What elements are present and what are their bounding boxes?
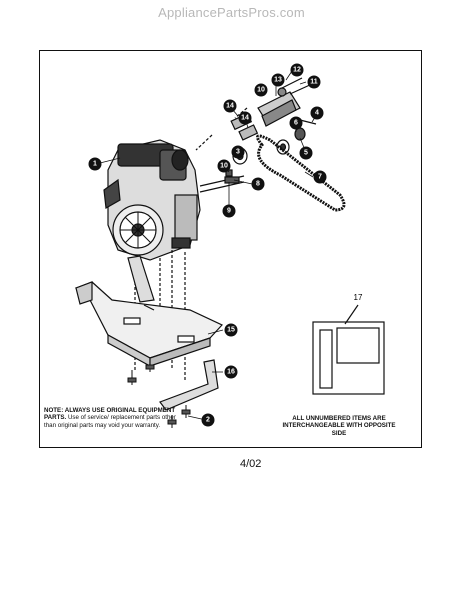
engine-mount-plate xyxy=(74,255,223,368)
warranty-note: NOTE: ALWAYS USE ORIGINAL EQUIPMENT PART… xyxy=(44,407,179,429)
callout-5 xyxy=(299,146,313,160)
callout-label: 8 xyxy=(256,181,260,188)
mounting-screws xyxy=(127,360,191,428)
note-heading: NOTE: ALWAYS USE ORIGINAL EQUIPMENT PART… xyxy=(44,407,176,422)
callout-label: 13 xyxy=(274,77,282,84)
callout-label: 2 xyxy=(206,417,210,424)
callout-label: 10 xyxy=(220,163,228,170)
callout-label: 12 xyxy=(293,67,301,74)
inset-callout-label: 17 xyxy=(354,293,363,302)
callout-label: 15 xyxy=(227,327,235,334)
callout-2 xyxy=(201,413,215,427)
callout-label: 1 xyxy=(93,161,97,168)
callouts xyxy=(88,63,327,427)
date-code: 4/02 xyxy=(240,458,262,470)
callout-label: 9 xyxy=(227,208,231,215)
callout-1 xyxy=(88,157,102,171)
callout-14a xyxy=(223,99,237,113)
callout-15 xyxy=(224,323,238,337)
callout-6 xyxy=(289,116,303,130)
callout-4 xyxy=(310,106,324,120)
engine-illustration xyxy=(103,139,201,261)
callout-11 xyxy=(307,75,321,89)
callout-labels: 1 2 3 4 5 6 7 8 9 10 11 12 13 14 14 15 1… xyxy=(93,67,322,424)
callout-13 xyxy=(271,73,285,87)
callout-3 xyxy=(231,145,245,159)
callout-12 xyxy=(290,63,304,77)
site-watermark: AppliancePartsPros.com xyxy=(158,5,305,20)
callout-label: 10 xyxy=(257,87,265,94)
note-body: Use of service/ replacement parts other … xyxy=(44,414,176,429)
callout-label: 7 xyxy=(318,174,322,181)
callout-label: 4 xyxy=(315,110,319,117)
callout-14b xyxy=(238,111,252,125)
callout-label: 14 xyxy=(226,103,234,110)
diagram-frame xyxy=(39,50,422,448)
callout-label: 5 xyxy=(304,150,308,157)
inset-panel xyxy=(312,304,385,395)
callout-7 xyxy=(313,170,327,184)
callout-8 xyxy=(251,177,265,191)
callout-10 xyxy=(217,159,231,173)
interchangeable-note: ALL UNNUMBERED ITEMS ARE INTERCHANGEABLE… xyxy=(282,415,396,437)
callout-label: 6 xyxy=(294,120,298,127)
callout-label: 16 xyxy=(227,369,235,376)
callout-label: 11 xyxy=(310,79,318,86)
callout-label: 3 xyxy=(236,149,240,156)
callout-16 xyxy=(224,365,238,379)
callout-9 xyxy=(222,204,236,218)
callout-label: 14 xyxy=(241,115,249,122)
mounting-bracket xyxy=(159,359,219,411)
callout-10-top xyxy=(254,83,268,97)
